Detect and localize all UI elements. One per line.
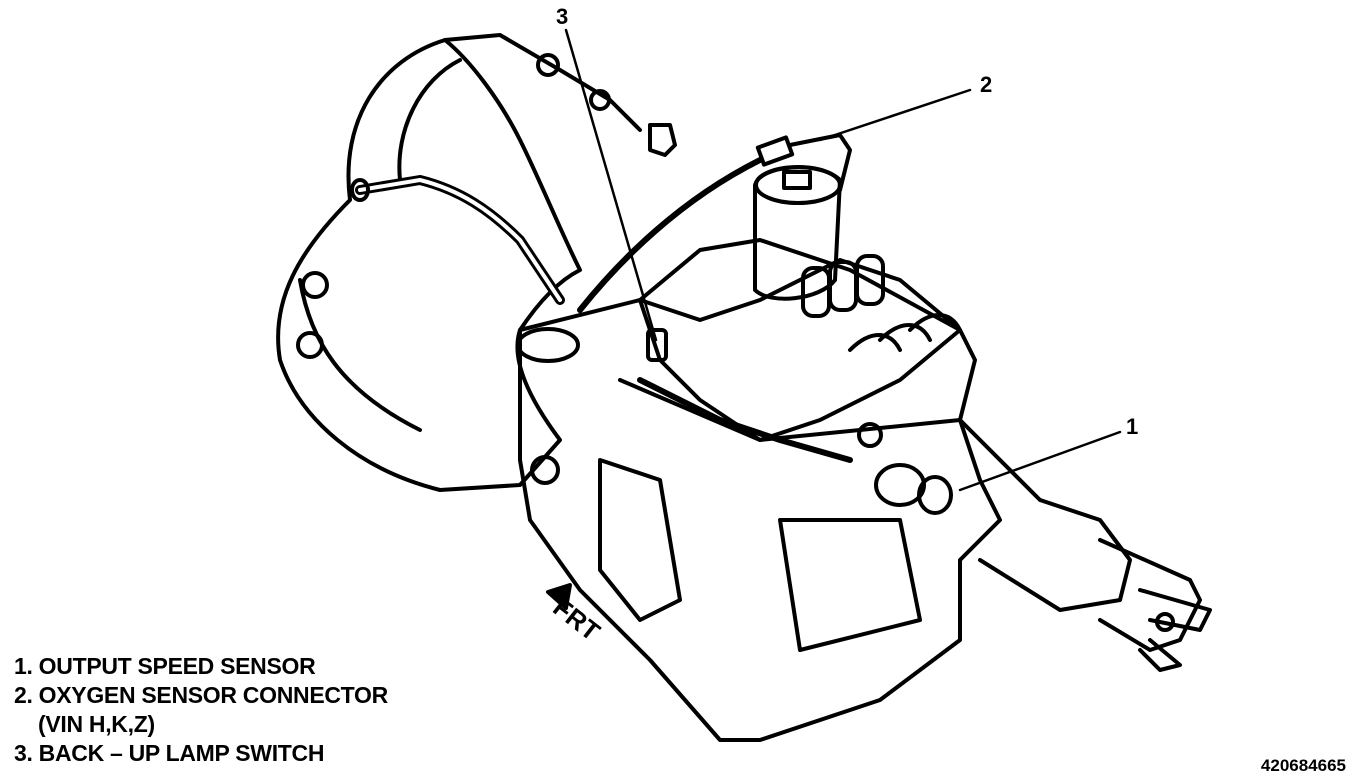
- callout-number-3: 3: [556, 4, 569, 29]
- yoke-ear-2: [1138, 638, 1182, 672]
- legend-item-1: 1. OUTPUT SPEED SENSOR: [14, 653, 316, 679]
- output-yoke: [1098, 538, 1202, 652]
- case-side-seam: [618, 378, 962, 442]
- output-speed-sensor: [874, 463, 926, 507]
- case-ribs: [848, 313, 962, 352]
- callout-number-1: 1: [1126, 414, 1139, 439]
- backup-lamp-switch: [646, 328, 668, 362]
- bell-housing: [276, 38, 582, 492]
- legend-item-2-sub: (VIN H,K,Z): [38, 711, 155, 737]
- leader-line-1: [958, 430, 1122, 492]
- shifter-stub: [782, 170, 812, 190]
- oxygen-sensor-lead: [788, 133, 852, 192]
- case-lower-panel: [598, 458, 682, 622]
- front-arrow: [546, 583, 572, 610]
- case-top-plate: [638, 238, 962, 442]
- callout-number-2: 2: [980, 72, 993, 97]
- bell-housing-rib: [397, 58, 462, 182]
- figure-code: 420684665: [1260, 756, 1346, 775]
- hose-end: [350, 178, 370, 202]
- bolt-4: [536, 53, 560, 77]
- transmission-case: [518, 258, 1002, 742]
- wire-harness: [577, 157, 763, 313]
- bolt-5: [589, 89, 611, 111]
- oxygen-sensor-connector: [755, 135, 795, 167]
- bell-housing-rib-2: [298, 278, 422, 432]
- case-lower-panel-2: [778, 518, 922, 652]
- leader-line-3: [564, 28, 658, 342]
- hose: [355, 175, 565, 305]
- bolt-2: [296, 331, 324, 359]
- cylinder-3: [855, 254, 885, 306]
- leader-line-2: [818, 88, 972, 142]
- backup-switch-nut: [648, 123, 677, 157]
- bolt-1: [301, 271, 329, 299]
- bolt-6: [857, 422, 883, 448]
- output-speed-sensor-ring: [917, 475, 953, 515]
- legend-item-3: 3. BACK – UP LAMP SWITCH: [14, 740, 325, 766]
- legend-item-2: 2. OXYGEN SENSOR CONNECTOR: [14, 682, 388, 708]
- tail-housing: [958, 418, 1132, 612]
- yoke-hole: [1155, 612, 1175, 632]
- yoke-ear-1: [1138, 588, 1212, 632]
- hose-inner: [358, 178, 562, 302]
- clutch-fork: [516, 327, 580, 363]
- bolt-3: [530, 455, 560, 485]
- legend: 1. OUTPUT SPEED SENSOR 2. OXYGEN SENSOR …: [14, 652, 388, 768]
- bell-housing-flange: [443, 33, 642, 132]
- wire-harness-lower: [637, 377, 853, 463]
